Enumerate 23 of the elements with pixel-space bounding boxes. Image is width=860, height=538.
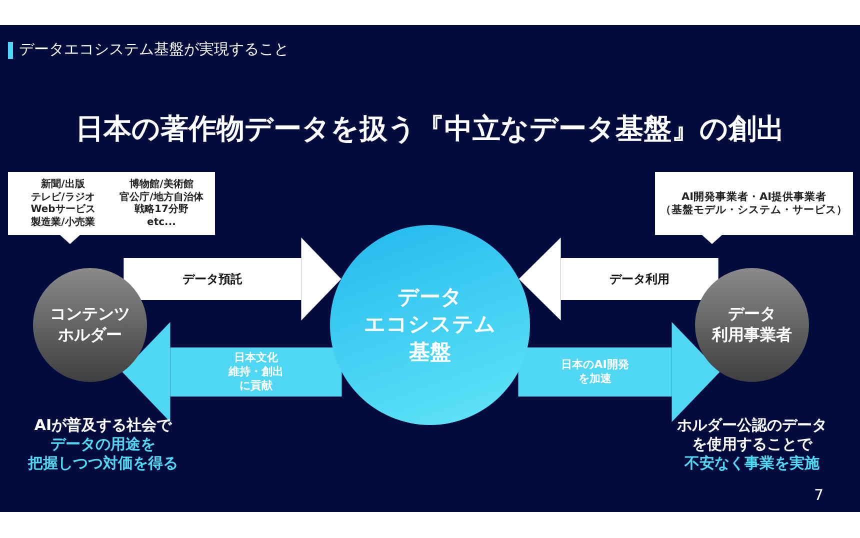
page-number: 7 — [814, 486, 824, 504]
block-arrow — [518, 238, 718, 320]
caption-text: 不安なく事業を実施 — [684, 454, 820, 473]
arrow-label: データ預託 — [182, 272, 242, 286]
callout-text: AI開発事業者・AI提供事業者（基盤モデル・システム・サービス） — [660, 191, 848, 216]
caption-text: データの用途を把握しつつ対価を得る — [28, 435, 178, 473]
block-arrow — [122, 322, 342, 422]
title-text: 日本の著作物データを扱う『中立なデータ基盤』の創出 — [74, 111, 786, 147]
node-label: コンテンツホルダー — [50, 304, 130, 346]
arrow-label: 日本文化維持・創出に貢献 — [228, 351, 284, 393]
arrow-label: データ利用 — [610, 272, 670, 286]
caption-text: ホルダー公認のデータを使用することで — [677, 416, 827, 454]
block-arrow — [124, 238, 342, 320]
speech-bubble — [8, 172, 215, 244]
callout-text: 新聞/出版テレビ/ラジオWebサービス製造業/小売業 — [30, 179, 96, 229]
speech-bubble — [655, 172, 853, 244]
arrow-label: 日本のAI開発を加速 — [561, 358, 629, 386]
callout-text: 博物館/美術館官公庁/地方自治体戦略17分野etc... — [120, 179, 204, 229]
node-label: データ利用事業者 — [712, 304, 792, 346]
block-arrow — [518, 322, 720, 422]
caption-text: AIが普及する社会で — [34, 416, 172, 435]
header-text: データエコシステム基盤が実現すること — [19, 40, 289, 59]
node-label: データエコシステム基盤 — [364, 284, 496, 366]
